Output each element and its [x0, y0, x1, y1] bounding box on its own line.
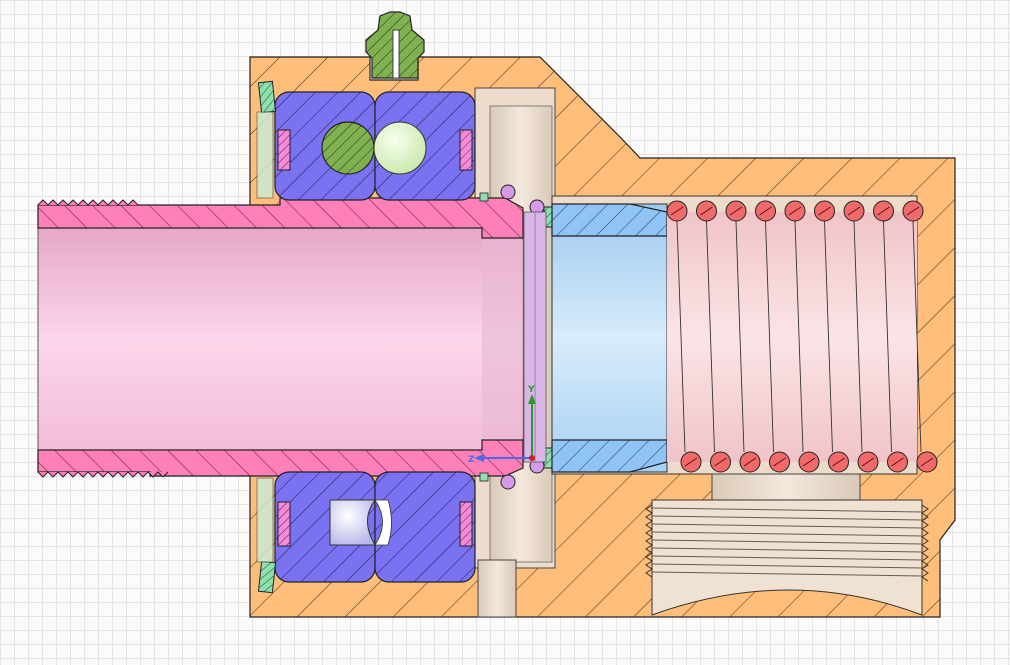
spring-hatch-icon [743, 457, 757, 467]
bearing-upper[interactable] [274, 91, 476, 201]
spring-hatch-icon [759, 206, 772, 216]
spring-hatch-icon [700, 206, 713, 216]
shaft[interactable] [37, 197, 524, 478]
spring-hatch-icon [906, 206, 920, 216]
spring-hatch-icon [802, 457, 816, 467]
coordinate-triad-icon: Z Y [468, 385, 536, 465]
threaded-port [645, 499, 929, 616]
spring-wire [824, 220, 833, 453]
spring-hatch-icon [877, 206, 890, 216]
spring-wire [706, 220, 715, 453]
spring-wire [765, 220, 774, 453]
spring-wire [676, 220, 686, 453]
spring-hatch-icon [788, 206, 802, 216]
seal-rings[interactable] [256, 80, 555, 594]
spring-wire [853, 220, 863, 453]
grease-fitting[interactable] [365, 11, 425, 79]
spring-hatch-icon [861, 457, 875, 467]
z-axis-label: Z [468, 455, 475, 465]
spring-hatch-icon [714, 457, 727, 467]
bearing-lower[interactable] [274, 471, 476, 583]
spring-hatch-icon [920, 457, 934, 467]
spring[interactable] [666, 200, 938, 473]
piston-disc [523, 211, 547, 463]
spring-wire [735, 220, 745, 453]
spring-hatch-icon [773, 457, 786, 467]
coupler[interactable] [551, 203, 668, 473]
spring-hatch-icon [847, 206, 861, 216]
spring-hatch-icon [670, 206, 684, 216]
spring-hatch-icon [729, 206, 743, 216]
spring-hatch-icon [832, 457, 845, 467]
spring-hatch-icon [891, 457, 904, 467]
spring-hatch-icon [684, 457, 698, 467]
y-axis-label: Y [527, 385, 535, 395]
spring-hatch-icon [818, 206, 831, 216]
spring-wire [912, 220, 922, 453]
spring-wire [883, 220, 892, 453]
spring-wire [794, 220, 804, 453]
